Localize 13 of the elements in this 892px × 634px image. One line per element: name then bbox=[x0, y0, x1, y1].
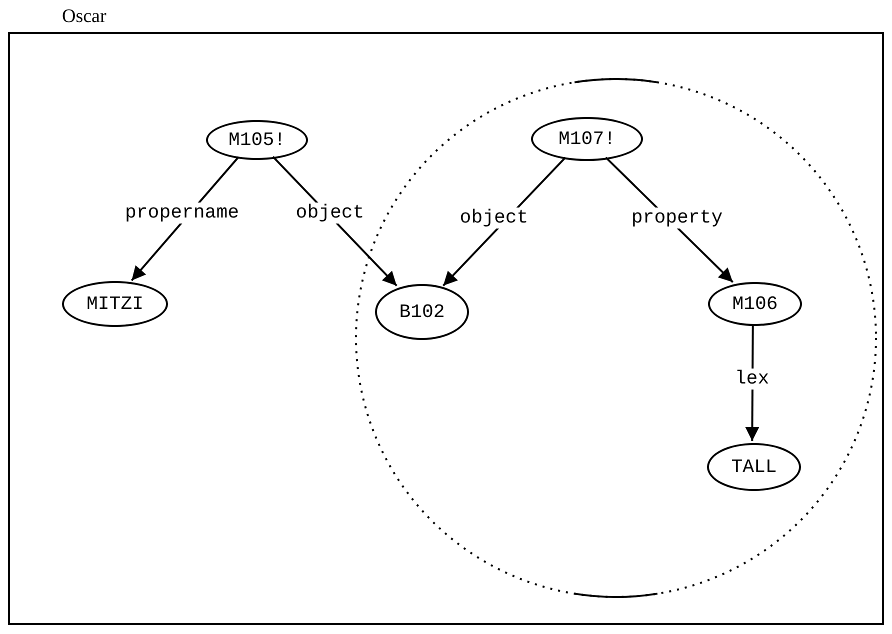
node-label: B102 bbox=[399, 301, 445, 323]
node-label: TALL bbox=[731, 456, 777, 478]
ellipse-node bbox=[375, 284, 469, 340]
ellipse-node bbox=[531, 117, 643, 161]
node-label: MITZI bbox=[86, 293, 144, 315]
ellipse-node bbox=[62, 281, 168, 327]
node-label: M106 bbox=[732, 293, 778, 315]
node-label: M107! bbox=[558, 128, 616, 150]
ellipse-node bbox=[206, 120, 308, 160]
ellipse-node bbox=[707, 443, 801, 491]
ellipse-node bbox=[708, 282, 802, 326]
frame-title: Oscar bbox=[62, 6, 106, 28]
node-label: M105! bbox=[228, 129, 286, 151]
